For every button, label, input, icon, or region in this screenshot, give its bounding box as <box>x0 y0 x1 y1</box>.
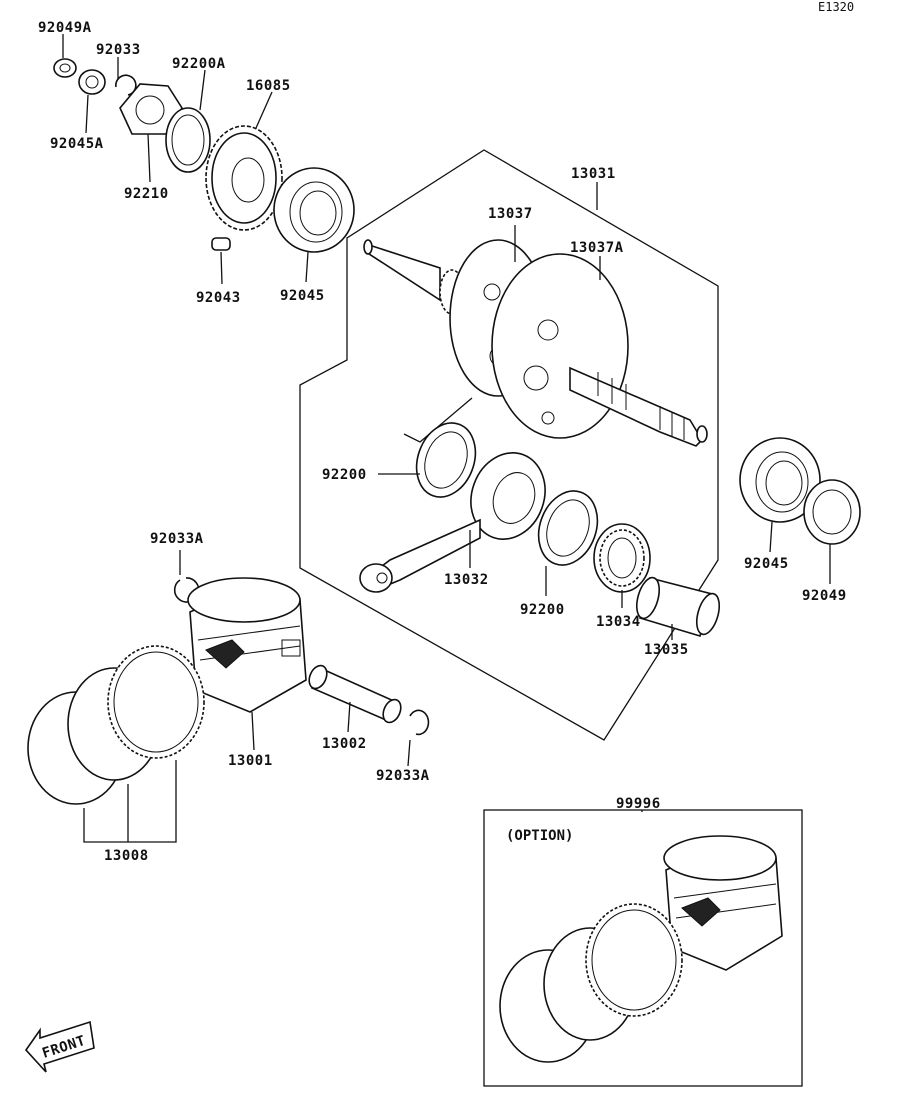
label-92200-left: 92200 <box>322 467 367 483</box>
label-92200A: 92200A <box>172 56 226 72</box>
needle-bearing-13034[interactable] <box>593 523 651 593</box>
label-92200-right: 92200 <box>520 602 565 618</box>
piston-ring-set-13008[interactable] <box>27 645 205 805</box>
label-92033A-top: 92033A <box>150 531 204 547</box>
nut-92210[interactable] <box>119 83 183 135</box>
label-13034: 13034 <box>596 614 641 630</box>
option-label: (OPTION) <box>506 828 573 844</box>
gear-16085[interactable] <box>205 125 283 231</box>
option-box <box>483 809 803 1087</box>
label-92049: 92049 <box>802 588 847 604</box>
leader-92045A <box>85 94 89 134</box>
label-92045A: 92045A <box>50 136 104 152</box>
label-13032: 13032 <box>444 572 489 588</box>
label-92033A-bottom: 92033A <box>376 768 430 784</box>
label-13001: 13001 <box>228 753 273 769</box>
label-13008: 13008 <box>104 848 149 864</box>
label-92043: 92043 <box>196 290 241 306</box>
connecting-rod-13032[interactable] <box>359 442 557 593</box>
leader-16085 <box>255 91 273 129</box>
crank-pin-13035[interactable] <box>633 575 724 637</box>
label-92049A: 92049A <box>38 20 92 36</box>
bearing-92045-top[interactable] <box>273 167 355 253</box>
label-92045-right: 92045 <box>744 556 789 572</box>
leader-92210 <box>147 133 151 183</box>
oil-seal-92049[interactable] <box>803 479 861 545</box>
label-13037: 13037 <box>488 206 533 222</box>
option-piston-rings[interactable] <box>499 903 683 1063</box>
bearing-92045-right[interactable] <box>739 437 821 523</box>
leader-13002 <box>347 701 351 733</box>
crankshaft[interactable] <box>363 239 708 447</box>
washer-92200-right[interactable] <box>529 483 608 574</box>
leader-92043 <box>220 251 223 285</box>
washer-92049A[interactable] <box>53 58 77 78</box>
crankshaft-assembly-outline-13031 <box>299 149 719 741</box>
label-92210: 92210 <box>124 186 169 202</box>
label-92033-top: 92033 <box>96 42 141 58</box>
piston-pin-13002[interactable] <box>306 663 404 725</box>
label-13035: 13035 <box>644 642 689 658</box>
label-13002: 13002 <box>322 736 367 752</box>
leader-92045-right <box>769 521 773 553</box>
label-92045-top: 92045 <box>280 288 325 304</box>
bracket-13008 <box>83 760 177 843</box>
label-16085: 16085 <box>246 78 291 94</box>
leader-92045-top <box>305 251 309 283</box>
bearing-92045A[interactable] <box>78 69 106 95</box>
crank-axis-line <box>403 397 473 443</box>
washer-92200-left[interactable] <box>407 415 486 506</box>
leader-92033A-bottom <box>407 739 411 767</box>
label-13037A: 13037A <box>570 240 624 256</box>
label-99996: 99996 <box>616 796 661 812</box>
piston-13001[interactable] <box>187 577 307 713</box>
leader-13001 <box>251 711 255 751</box>
front-arrow-icon: FRONT <box>24 1020 95 1073</box>
label-13031: 13031 <box>571 166 616 182</box>
option-piston[interactable] <box>663 835 783 971</box>
leader-92200A <box>199 69 206 111</box>
pin-92043[interactable] <box>211 237 231 251</box>
diagram-code: E1320 <box>818 0 854 14</box>
washer-92200A[interactable] <box>165 107 211 173</box>
circlip-92033A-bottom[interactable] <box>409 709 430 736</box>
